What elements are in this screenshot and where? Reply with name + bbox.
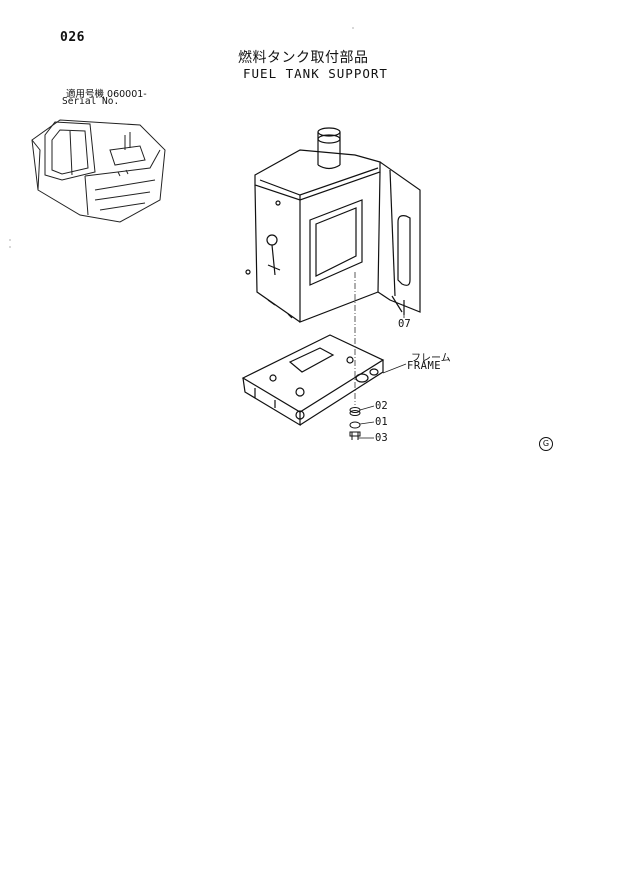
callout-part-03: 03 xyxy=(375,432,388,444)
callout-part-01: 01 xyxy=(375,416,388,428)
callout-frame-japanese: フレーム xyxy=(411,353,451,364)
callout-leader-lines xyxy=(358,314,406,438)
page-title-japanese: 燃料タンク取付部品 xyxy=(238,50,369,66)
frame-bracket-drawing xyxy=(243,335,383,425)
serial-applicability-english: Serial No. xyxy=(62,96,120,107)
callout-part-02: 02 xyxy=(375,400,388,412)
serial-applicability-japanese: 適用号機 060001- xyxy=(66,89,147,100)
callout-frame-english: FRAME xyxy=(407,360,442,372)
page-number: 026 xyxy=(60,30,85,45)
side-cover-drawing xyxy=(378,162,420,315)
hardware-stack-drawing xyxy=(350,408,360,441)
fuel-tank-drawing xyxy=(246,128,380,322)
callout-part-07: 07 xyxy=(398,318,411,330)
corner-circle-mark: G xyxy=(539,437,553,451)
page-title-english: FUEL TANK SUPPORT xyxy=(243,66,388,81)
